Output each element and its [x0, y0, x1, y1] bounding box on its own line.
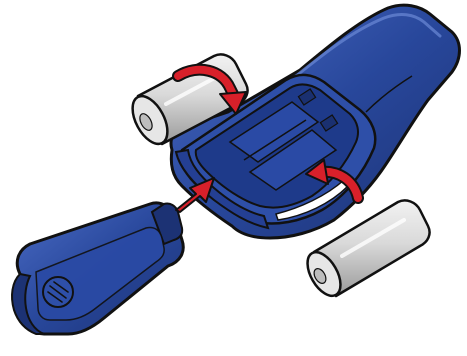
device-body [171, 5, 460, 238]
ridged-circle-icon [43, 277, 73, 307]
battery-cover [12, 203, 183, 334]
